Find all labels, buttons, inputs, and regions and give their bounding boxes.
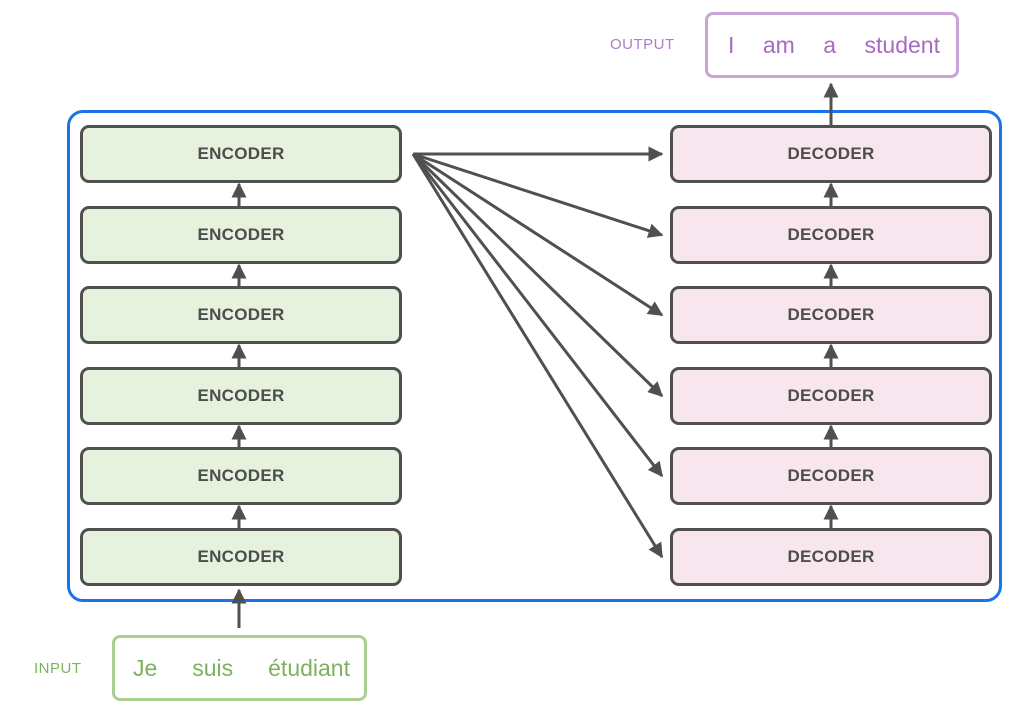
encoder-decoder-arrow [412,152,664,317]
model-frame [67,110,1002,602]
decoder-block-5: DECODER [670,206,992,264]
decoder-block-4: DECODER [670,286,992,344]
output-word: am [762,31,795,58]
output-word: a [823,31,837,58]
encoder-decoder-arrow [412,152,664,238]
encoder-block-4: ENCODER [80,286,402,344]
input-word: étudiant [268,654,350,681]
encoder-block-3: ENCODER [80,367,402,425]
encoder-block-5: ENCODER [80,206,402,264]
output-word: student [864,31,940,58]
output-sentence-box: I am a student [705,12,959,78]
decoder-block-1: DECODER [670,528,992,586]
encoder-decoder-arrow [411,153,664,559]
decoder-block-6: DECODER [670,125,992,183]
encoder-block-1: ENCODER [80,528,402,586]
input-word: Je [133,654,158,681]
encoder-decoder-arrow [411,152,664,398]
encoder-decoder-arrow [411,153,664,478]
output-word: I [728,31,735,58]
decoder-block-3: DECODER [670,367,992,425]
input-sentence-box: Je suis étudiant [112,635,367,701]
input-label: INPUT [34,660,82,677]
input-word: suis [192,654,234,681]
decoder-block-2: DECODER [670,447,992,505]
encoder-block-2: ENCODER [80,447,402,505]
output-label: OUTPUT [610,36,675,53]
encoder-block-6: ENCODER [80,125,402,183]
